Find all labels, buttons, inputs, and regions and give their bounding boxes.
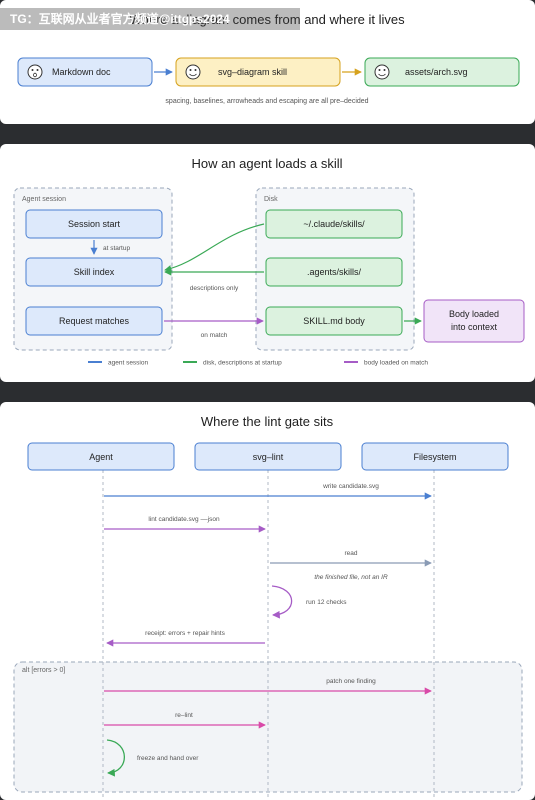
legend: agent session disk, descriptions at star… [88, 360, 428, 367]
msg-freeze-label: freeze and hand over [137, 755, 199, 762]
watermark-band [0, 8, 300, 30]
legend-label-body-loaded: body loaded on match [364, 360, 428, 367]
arrow-claude-to-index [164, 223, 265, 273]
svg-text:Filesystem: Filesystem [413, 452, 456, 462]
label-on-match: on match [201, 332, 228, 339]
msg-lint-candidate-label: lint candidate.svg ––json [148, 516, 220, 523]
node-skill-index: Skill index [25, 257, 163, 287]
msg-patch-finding-label: patch one finding [326, 678, 376, 685]
alt-frame-label: alt [errors > 0] [22, 667, 65, 674]
svg-text:Agent: Agent [89, 452, 113, 462]
msg-read-note: the finished file, not an IR [314, 574, 388, 581]
msg-re-lint-label: re–lint [175, 712, 193, 719]
node-body-loaded-line2: into context [451, 322, 498, 332]
svg-text:SKILL.md body: SKILL.md body [303, 316, 365, 326]
panel2-title: How an agent loads a skill [191, 156, 342, 171]
msg-receipt-label: receipt: errors + repair hints [145, 630, 225, 637]
node-markdown-doc: Markdown doc [17, 57, 153, 87]
node-assets-arch-svg: assets/arch.svg [364, 57, 520, 87]
node-svg-diagram-skill: svg–diagram skill [175, 57, 341, 87]
node-skill-md-body: SKILL.md body [265, 306, 403, 336]
panel1-title: Where a diagram comes from and where it … [129, 12, 405, 27]
label-descriptions-only: descriptions only [190, 285, 239, 292]
node-claude-skills: ~/.claude/skills/ [265, 209, 403, 239]
msg-run-checks-label: run 12 checks [306, 599, 347, 606]
node-session-start: Session start [25, 209, 163, 239]
node-assets-arch-svg-label: assets/arch.svg [405, 67, 468, 77]
lane-filesystem: Filesystem [361, 442, 509, 471]
msg-freeze-loop [106, 739, 125, 777]
lane-svg-lint: svg–lint [194, 442, 342, 471]
node-request-matches: Request matches [25, 306, 163, 336]
panel1-caption: spacing, baselines, arrowheads and escap… [165, 98, 368, 105]
diagram-origin-svg: Where a diagram comes from and where it … [0, 8, 520, 105]
svg-text:~/.claude/skills/: ~/.claude/skills/ [303, 219, 365, 229]
panel-diagram-origin: Where a diagram comes from and where it … [0, 0, 535, 124]
label-at-startup: at startup [103, 245, 130, 252]
node-body-loaded: Body loaded into context [423, 299, 525, 343]
svg-text:.agents/skills/: .agents/skills/ [307, 267, 362, 277]
skill-loading-svg: How an agent loads a skill Agent session… [13, 156, 525, 367]
msg-run-checks-loop [271, 585, 293, 619]
msg-write-candidate-label: write candidate.svg [322, 483, 379, 490]
svg-text:svg–lint: svg–lint [253, 452, 284, 462]
panel-lint-gate: Where the lint gate sits alt [errors > 0… [0, 402, 535, 800]
svg-text:Session start: Session start [68, 219, 121, 229]
lint-gate-svg: Where the lint gate sits alt [errors > 0… [13, 414, 523, 800]
node-agents-skills: .agents/skills/ [265, 257, 403, 287]
legend-label-agent-session: agent session [108, 360, 148, 367]
watermark-text: TG：互联网从业者官方频道@ittgps2024 [10, 11, 230, 26]
node-svg-diagram-skill-label: svg–diagram skill [218, 67, 287, 77]
svg-text:Request matches: Request matches [59, 316, 130, 326]
smile-icon [374, 64, 390, 80]
face-icon [27, 64, 43, 80]
panel3-title: Where the lint gate sits [201, 414, 334, 429]
group-agent-session-label: Agent session [22, 196, 66, 203]
msg-read-label: read [344, 550, 357, 557]
node-markdown-doc-label: Markdown doc [52, 67, 111, 77]
node-body-loaded-line1: Body loaded [449, 309, 499, 319]
panel-skill-loading: How an agent loads a skill Agent session… [0, 144, 535, 382]
lane-agent: Agent [27, 442, 175, 471]
smile-icon [185, 64, 201, 80]
group-disk-label: Disk [264, 196, 278, 203]
svg-text:Skill index: Skill index [74, 267, 115, 277]
legend-label-disk: disk, descriptions at startup [203, 360, 282, 367]
